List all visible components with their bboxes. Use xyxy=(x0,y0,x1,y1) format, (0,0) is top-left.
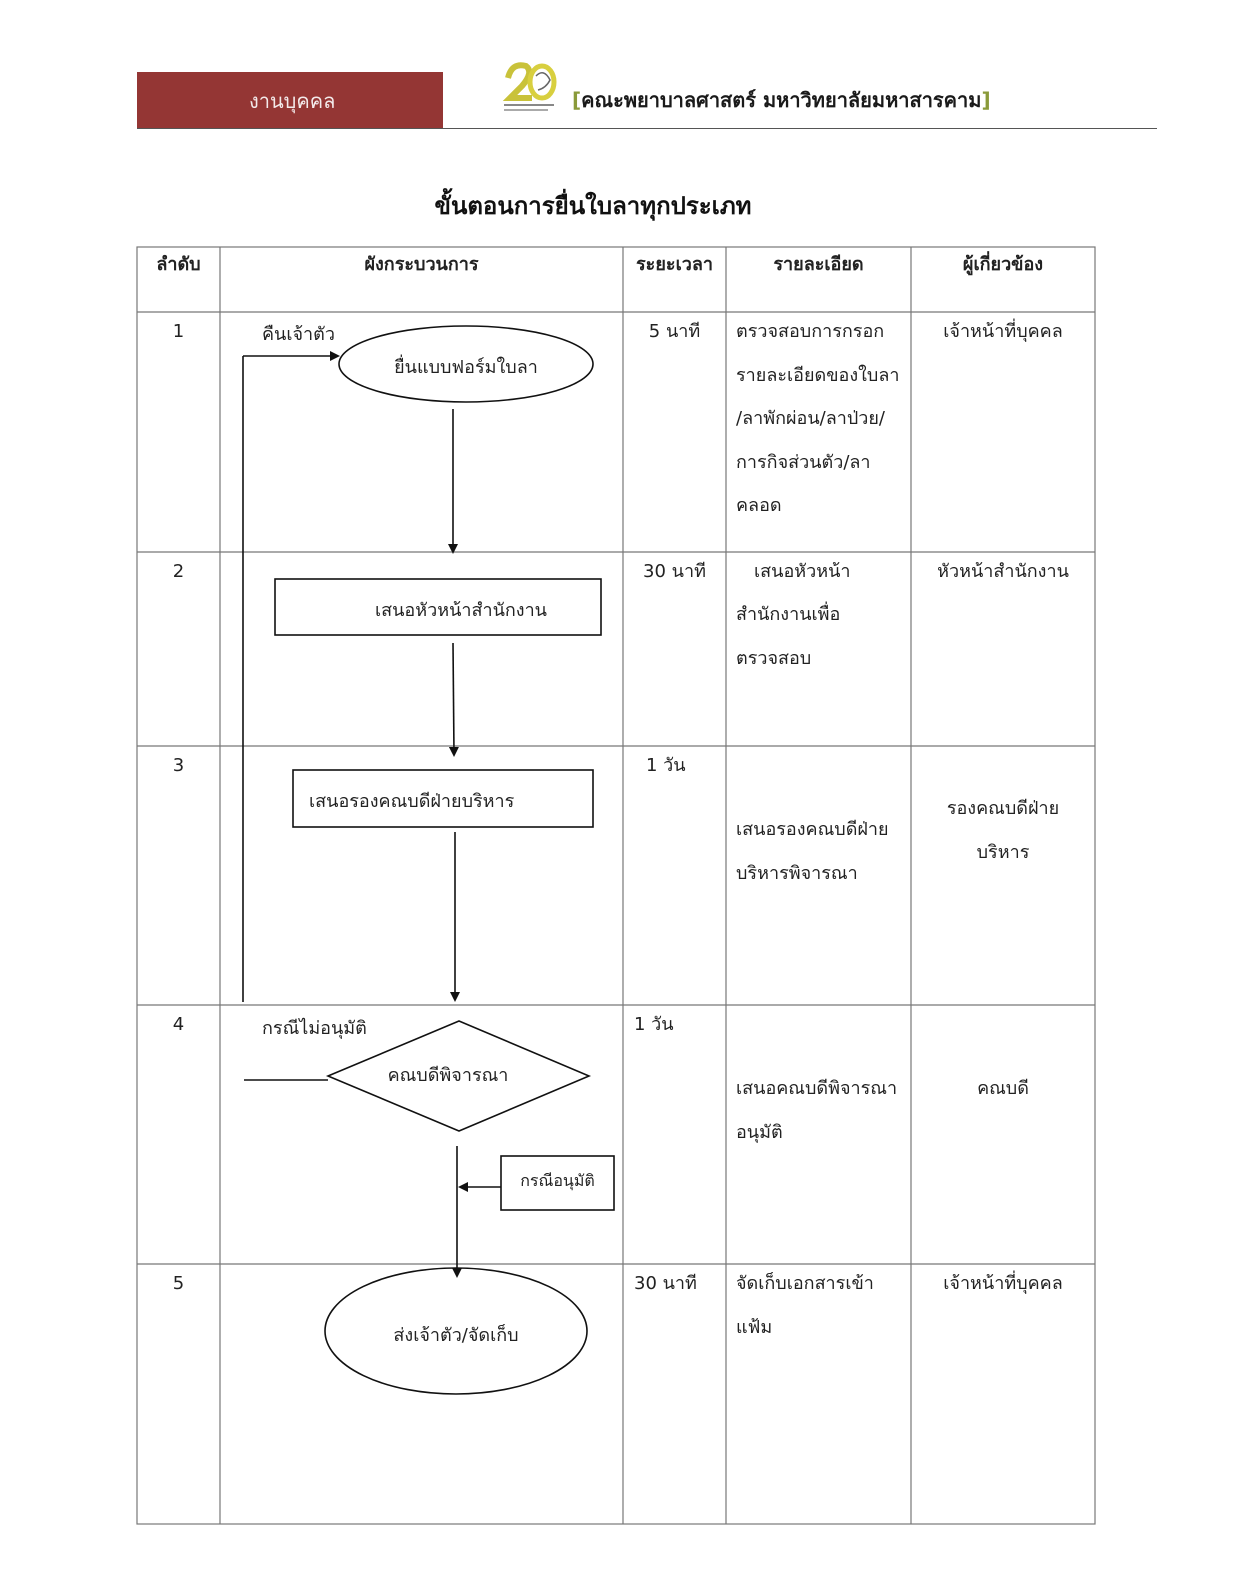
row1-detail-1: ตรวจสอบการกรอก xyxy=(736,321,885,342)
row2-detail-2: สำนักงานเพื่อ xyxy=(736,604,841,625)
row1-detail-4: การกิจส่วนตัว/ลา xyxy=(736,452,871,473)
table-grid xyxy=(136,246,1096,1525)
row1-time: 5 นาที xyxy=(648,321,701,342)
col-header-person: ผู้เกี่ยวข้อง xyxy=(962,254,1044,275)
flow-connectors xyxy=(242,351,501,1278)
not-approved-label: กรณีไม่อนุมัติ xyxy=(262,1018,367,1039)
row4-detail-1: เสนอคณบดีพิจารณา xyxy=(736,1078,898,1099)
row3-detail-2: บริหารพิจารณา xyxy=(736,863,858,884)
header-rule xyxy=(137,128,1157,129)
row5-person: เจ้าหน้าที่บุคคล xyxy=(943,1273,1063,1294)
row1-detail-5: คลอด xyxy=(736,495,782,516)
step1-label: ยื่นแบบฟอร์มใบลา xyxy=(394,357,538,378)
page-title: ขั้นตอนการยื่นใบลาทุกประเภท xyxy=(434,192,752,220)
flow-shapes xyxy=(274,325,615,1395)
department-tab: งานบุคคล xyxy=(137,72,443,129)
step3-box xyxy=(292,769,594,828)
row2-detail-1: เสนอหัวหน้า xyxy=(754,561,851,582)
row3-person-2: บริหาร xyxy=(976,842,1030,863)
row1-person: เจ้าหน้าที่บุคคล xyxy=(943,321,1063,342)
step4-label: คณบดีพิจารณา xyxy=(387,1065,509,1086)
row3-person-1: รองคณบดีฝ่าย xyxy=(946,798,1060,819)
row1-no: 1 xyxy=(172,321,185,342)
row3-time: 1 วัน xyxy=(646,755,686,776)
row5-no: 5 xyxy=(172,1273,185,1294)
row5-detail-2: แฟ้ม xyxy=(736,1317,773,1338)
approved-label: กรณีอนุมัติ xyxy=(520,1171,595,1190)
step5-label: ส่งเจ้าตัว/จัดเก็บ xyxy=(393,1325,519,1346)
col-header-duration: ระยะเวลา xyxy=(636,254,713,275)
row2-time: 30 นาที xyxy=(643,561,706,582)
row1-detail-3: /ลาพักผ่อน/ลาป่วย/ xyxy=(736,408,885,429)
row5-time: 30 นาที xyxy=(634,1273,697,1294)
row4-person: คณบดี xyxy=(977,1078,1029,1099)
faculty-name: คณะพยาบาลศาสตร์ มหาวิทยาลัยมหาสารคาม xyxy=(581,88,982,112)
row1-detail-2: รายละเอียดของใบลา xyxy=(736,365,900,386)
decision-diamond xyxy=(325,1020,592,1132)
row3-detail-1: เสนอรองคณบดีฝ่าย xyxy=(736,819,889,840)
start-oval xyxy=(338,325,594,403)
return-to-owner-label: คืนเจ้าตัว xyxy=(262,324,335,345)
row2-detail-3: ตรวจสอบ xyxy=(736,648,812,669)
step3-label: เสนอรองคณบดีฝ่ายบริหาร xyxy=(309,791,515,812)
row2-no: 2 xyxy=(172,561,185,582)
row3-no: 3 xyxy=(172,755,185,776)
approved-box xyxy=(500,1155,615,1211)
faculty-name-heading: [คณะพยาบาลศาสตร์ มหาวิทยาลัยมหาสารคาม] xyxy=(572,88,991,112)
row4-time: 1 วัน xyxy=(634,1014,674,1035)
row4-detail-2: อนุมัติ xyxy=(736,1122,783,1143)
col-header-no: ลำดับ xyxy=(156,254,201,275)
row2-person: หัวหน้าสำนักงาน xyxy=(937,561,1069,582)
faculty-logo xyxy=(502,62,557,111)
col-header-process: ผังกระบวนการ xyxy=(364,254,479,275)
col-header-detail: รายละเอียด xyxy=(773,254,864,275)
row5-detail-1: จัดเก็บเอกสารเข้า xyxy=(736,1273,874,1294)
step2-box xyxy=(274,578,602,636)
row4-no: 4 xyxy=(172,1014,185,1035)
step2-label: เสนอหัวหน้าสำนักงาน xyxy=(374,600,547,621)
